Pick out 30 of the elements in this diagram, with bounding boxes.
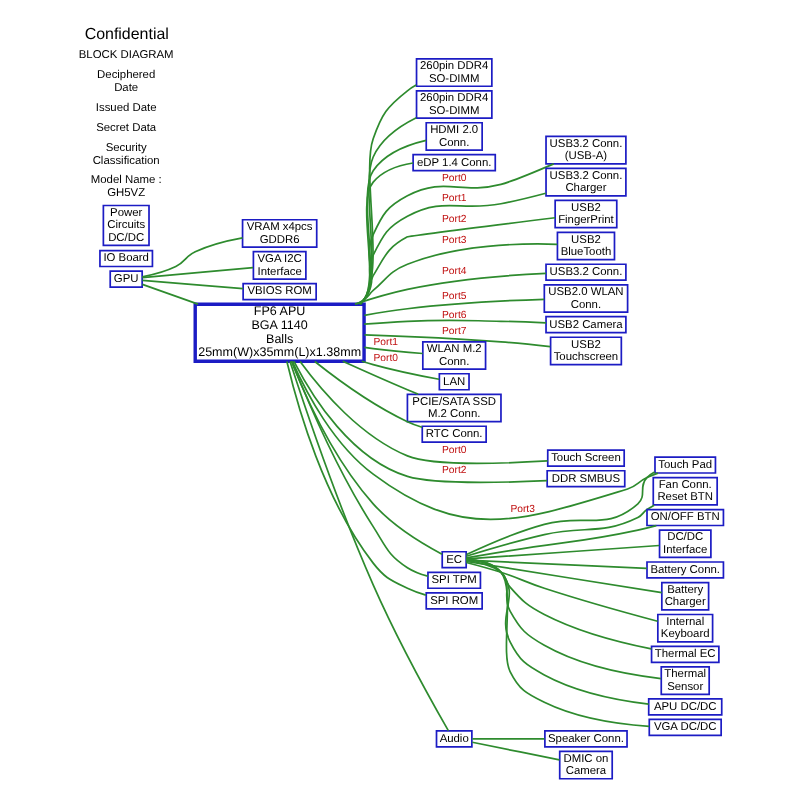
connector: [359, 192, 547, 305]
connector: [299, 360, 549, 465]
connector: [293, 360, 548, 484]
connector: [313, 360, 423, 429]
connector: [359, 163, 555, 305]
connector: [465, 561, 659, 623]
connector: [471, 741, 561, 761]
connector: [290, 360, 443, 556]
connector: [363, 298, 546, 317]
connector: [465, 544, 661, 560]
connector: [471, 738, 546, 740]
connector: [360, 360, 440, 381]
connector: [363, 319, 547, 325]
connector: [465, 558, 662, 680]
connector: [141, 283, 199, 305]
connector: [141, 236, 244, 278]
connector: [141, 266, 254, 279]
connector: [363, 334, 552, 348]
connector: [354, 272, 547, 305]
connector: [363, 346, 424, 355]
connector: [291, 360, 659, 521]
connector: [355, 243, 559, 305]
connector: [289, 360, 450, 732]
connector: [465, 524, 658, 559]
connector: [465, 560, 663, 594]
connector: [358, 216, 556, 305]
connector: [465, 504, 655, 558]
connector: [465, 559, 653, 650]
connector: [141, 279, 244, 290]
connector: [341, 360, 419, 396]
